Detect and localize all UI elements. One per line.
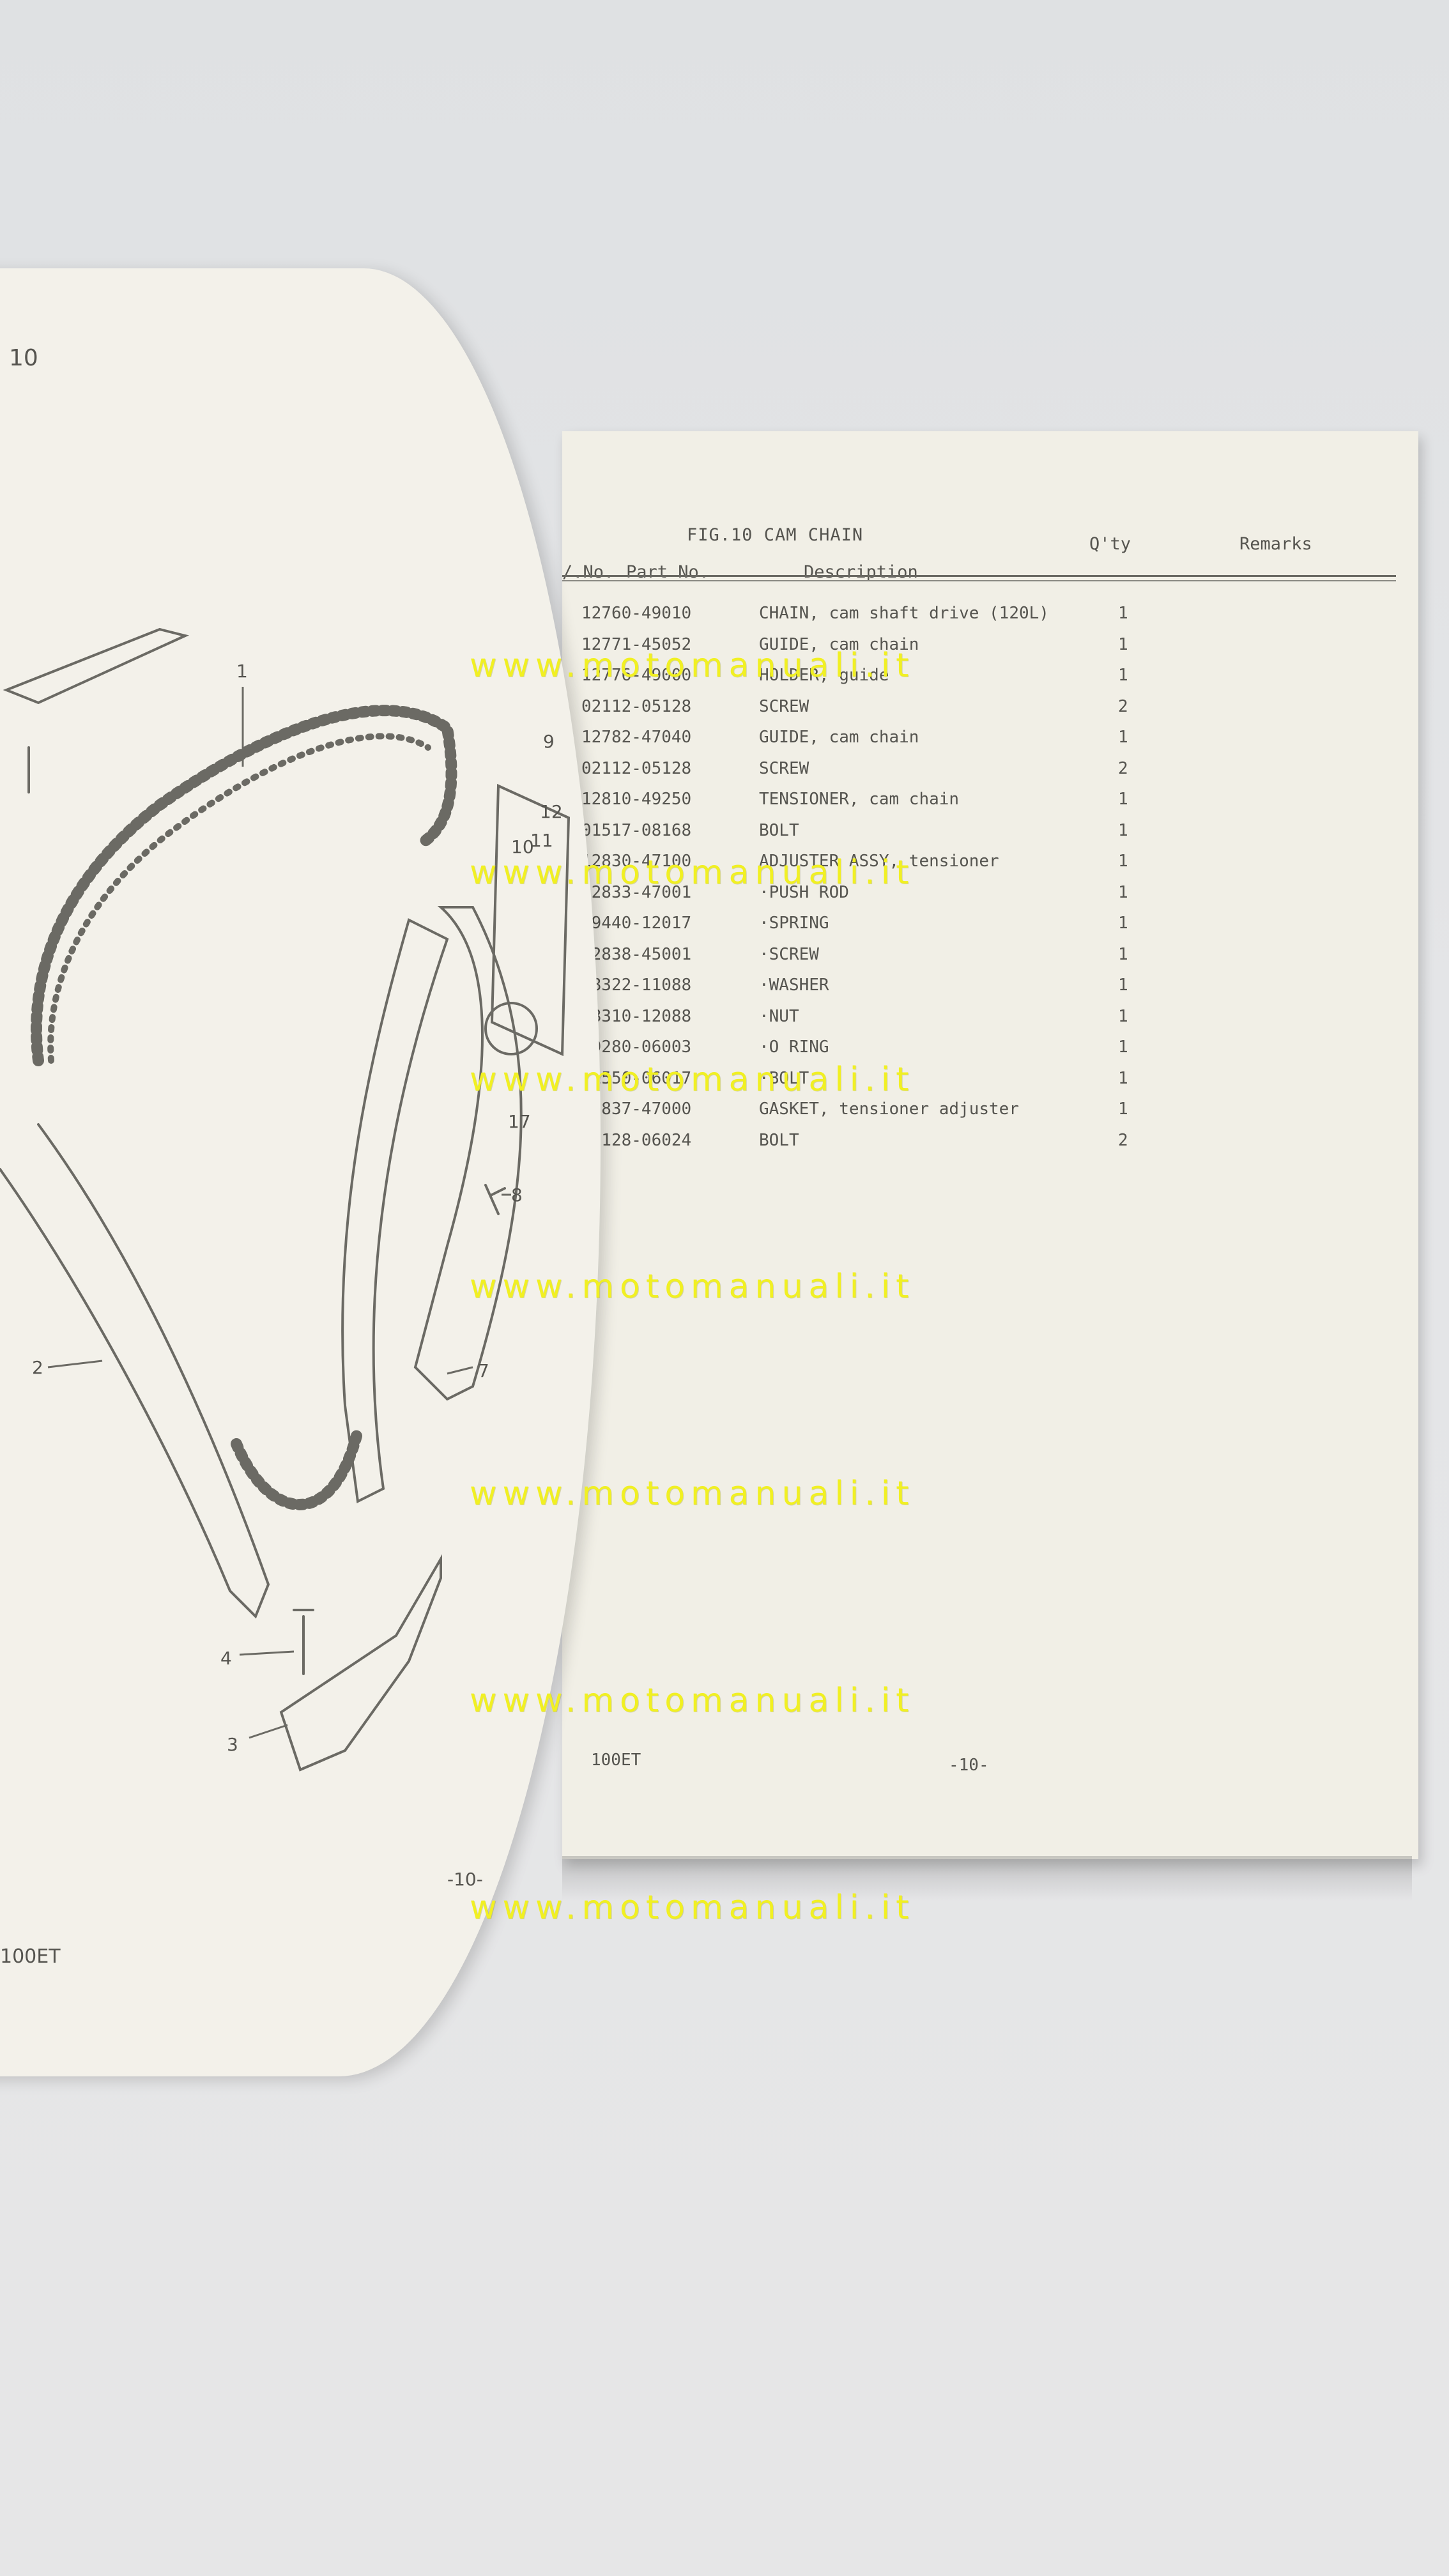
watermark-5: www.motomanuali.it bbox=[470, 1475, 915, 1513]
header-qty: Q'ty bbox=[1089, 534, 1131, 554]
cam-chain-inner bbox=[47, 733, 431, 1064]
callout-2: 2 bbox=[32, 1357, 43, 1378]
part-qty: 1 bbox=[1118, 604, 1128, 623]
part-qty: 1 bbox=[1118, 634, 1128, 654]
part-number: 01517-08168 bbox=[581, 820, 692, 840]
watermark-3: www.motomanuali.it bbox=[470, 1061, 915, 1099]
callout-12: 12 bbox=[540, 801, 563, 822]
part-number: 08310-12088 bbox=[581, 1006, 692, 1026]
part-description: GASKET, tensioner adjuster bbox=[759, 1100, 1019, 1119]
part-qty: 1 bbox=[1118, 1100, 1128, 1119]
part-number: 02112-05128 bbox=[581, 696, 692, 716]
part-qty: 1 bbox=[1118, 790, 1128, 809]
guide-holder-shape bbox=[3, 627, 190, 705]
part-qty: 1 bbox=[1118, 1068, 1128, 1088]
part-description: ·BOLT bbox=[759, 1068, 809, 1088]
cam-chain-outer bbox=[31, 705, 457, 1066]
part-description: GUIDE, cam chain bbox=[759, 728, 919, 747]
watermark-4: www.motomanuali.it bbox=[470, 1268, 915, 1306]
rear-guide-shape bbox=[0, 1123, 270, 1619]
part-qty: 1 bbox=[1118, 882, 1128, 902]
adjuster-gasket bbox=[484, 1002, 538, 1055]
part-qty: 1 bbox=[1118, 1038, 1128, 1057]
figure-title: FIG.10 CAM CHAIN bbox=[687, 525, 864, 545]
part-description: ·PUSH ROD bbox=[759, 882, 849, 902]
watermark-2: www.motomanuali.it bbox=[470, 854, 915, 892]
header-part-no: Part No. bbox=[626, 562, 710, 582]
part-qty: 1 bbox=[1118, 728, 1128, 747]
part-number: 08322-11088 bbox=[581, 976, 692, 995]
right-footer-page: -10- bbox=[949, 1756, 989, 1775]
part-qty: 2 bbox=[1118, 696, 1128, 716]
right-page bbox=[562, 431, 1418, 1859]
left-footer-model: 100ET bbox=[0, 1945, 61, 1968]
part-qty: 1 bbox=[1118, 1006, 1128, 1026]
part-qty: 1 bbox=[1118, 852, 1128, 871]
part-description: GUIDE, cam chain bbox=[759, 634, 919, 654]
left-footer-page: -10- bbox=[447, 1869, 483, 1890]
header-remarks: Remarks bbox=[1239, 534, 1312, 554]
callout-10: 10 bbox=[511, 836, 534, 857]
part-qty: 1 bbox=[1118, 944, 1128, 964]
cam-chain-lower bbox=[231, 1425, 364, 1510]
bolt-shape bbox=[484, 1184, 506, 1215]
part-description: TENSIONER, cam chain bbox=[759, 790, 960, 809]
lower-screw-shape bbox=[293, 1609, 314, 1675]
front-guide-shape bbox=[341, 918, 449, 1504]
part-description: ·WASHER bbox=[759, 976, 829, 995]
part-number: 12782-47040 bbox=[581, 728, 692, 747]
header-rule bbox=[562, 575, 1396, 577]
watermark-6: www.motomanuali.it bbox=[470, 1682, 915, 1720]
right-footer-model: 100ET bbox=[591, 1751, 641, 1770]
part-description: ·NUT bbox=[759, 1006, 799, 1026]
callout-3: 3 bbox=[227, 1734, 238, 1755]
part-description: ·SPRING bbox=[759, 914, 829, 933]
watermark-7: www.motomanuali.it bbox=[470, 1889, 915, 1927]
left-page-number: 10 bbox=[9, 345, 38, 371]
part-number: 12830-47100 bbox=[581, 852, 692, 871]
callout-7: 7 bbox=[478, 1360, 489, 1381]
part-number: 12771-45052 bbox=[581, 634, 692, 654]
left-page bbox=[0, 268, 601, 2076]
callout-17: 17 bbox=[508, 1111, 531, 1132]
part-description: ADJUSTER ASSY, tensioner bbox=[759, 852, 999, 871]
part-qty: 1 bbox=[1118, 976, 1128, 995]
part-description: SCREW bbox=[759, 696, 809, 716]
watermark-1: www.motomanuali.it bbox=[470, 647, 915, 685]
part-number: 12760-49010 bbox=[581, 604, 692, 623]
part-number: 12810-49250 bbox=[581, 790, 692, 809]
part-qty: 1 bbox=[1118, 914, 1128, 933]
lower-holder-shape bbox=[279, 1554, 442, 1772]
header-ref-no: /.No. bbox=[562, 562, 615, 582]
part-description: ·O RING bbox=[759, 1038, 829, 1057]
header-rule-secondary bbox=[562, 580, 1396, 581]
part-number: 12838-45001 bbox=[581, 944, 692, 964]
adjuster-plate bbox=[490, 783, 571, 1057]
part-qty: 1 bbox=[1118, 666, 1128, 685]
right-page-shadow bbox=[562, 1856, 1412, 1901]
part-number: 02112-05128 bbox=[581, 758, 692, 778]
part-number: 12833-47001 bbox=[581, 882, 692, 902]
callout-9: 9 bbox=[543, 731, 555, 752]
part-description: SCREW bbox=[759, 758, 809, 778]
part-number: 09280-06003 bbox=[581, 1038, 692, 1057]
part-qty: 1 bbox=[1118, 820, 1128, 840]
part-description: CHAIN, cam shaft drive (120L) bbox=[759, 604, 1049, 623]
part-description: HOLDER, guide bbox=[759, 666, 889, 685]
header-description: Description bbox=[804, 562, 918, 582]
tensioner-shape bbox=[413, 906, 523, 1401]
part-description: BOLT bbox=[759, 820, 799, 840]
callout-1: 1 bbox=[236, 661, 248, 682]
part-description: ·SCREW bbox=[759, 944, 819, 964]
callout-11: 11 bbox=[530, 830, 553, 851]
part-number: 09440-12017 bbox=[581, 914, 692, 933]
part-number: 12776-49000 bbox=[581, 666, 692, 685]
part-qty: 2 bbox=[1118, 1130, 1128, 1150]
callout-8: 8 bbox=[511, 1184, 523, 1206]
callout-4: 4 bbox=[220, 1648, 232, 1669]
part-qty: 2 bbox=[1118, 758, 1128, 778]
part-description: BOLT bbox=[759, 1130, 799, 1150]
